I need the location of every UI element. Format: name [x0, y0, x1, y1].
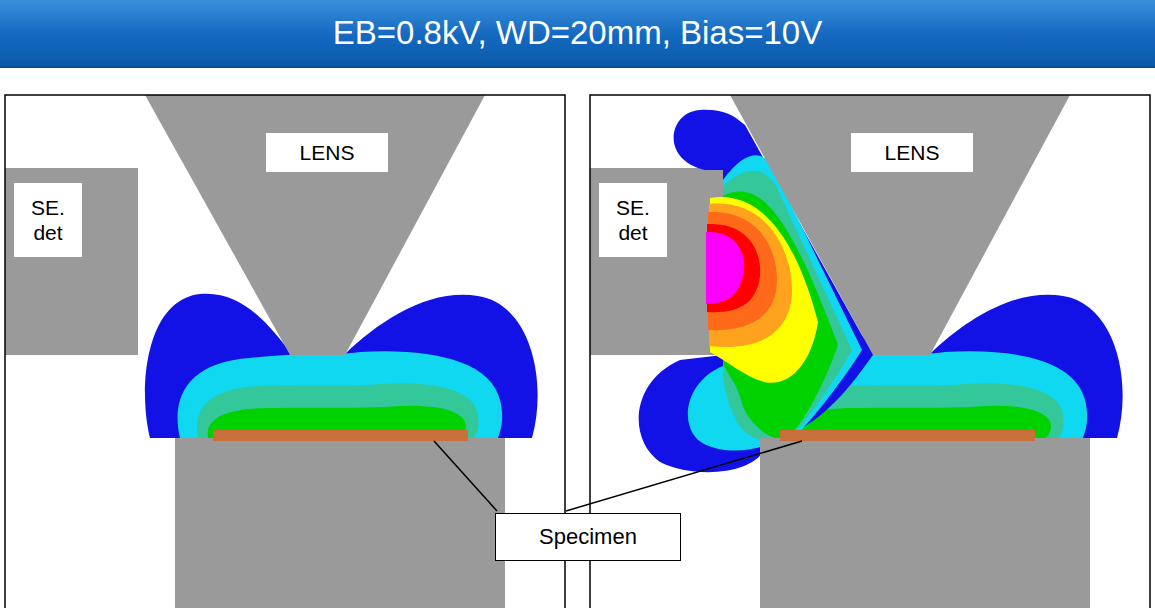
- label-text: LENS: [300, 140, 355, 165]
- detector-body: [590, 168, 723, 355]
- label-text: Specimen: [539, 524, 637, 550]
- leader-line: [434, 441, 497, 511]
- left-panel: [5, 95, 565, 608]
- lens-body: [145, 95, 485, 355]
- detector-body: [5, 168, 138, 355]
- detector-label: SE. det: [599, 183, 667, 257]
- title-text: EB=0.8kV, WD=20mm, Bias=10V: [333, 14, 822, 52]
- detector-label: SE. det: [14, 183, 82, 257]
- specimen-plate: [780, 430, 1035, 441]
- label-text: SE. det: [599, 195, 667, 245]
- specimen-label: Specimen: [495, 513, 681, 561]
- leader-line: [566, 441, 802, 511]
- specimen-plate: [213, 430, 468, 441]
- lens-body: [730, 95, 1070, 355]
- label-text: LENS: [885, 140, 940, 165]
- lens-label: LENS: [851, 133, 973, 172]
- label-text: SE. det: [14, 195, 82, 245]
- specimen-stage: [175, 438, 505, 608]
- panel-frame: [5, 95, 565, 608]
- lens-label: LENS: [266, 133, 388, 172]
- specimen-stage: [760, 438, 1090, 608]
- title-band: EB=0.8kV, WD=20mm, Bias=10V: [0, 0, 1155, 68]
